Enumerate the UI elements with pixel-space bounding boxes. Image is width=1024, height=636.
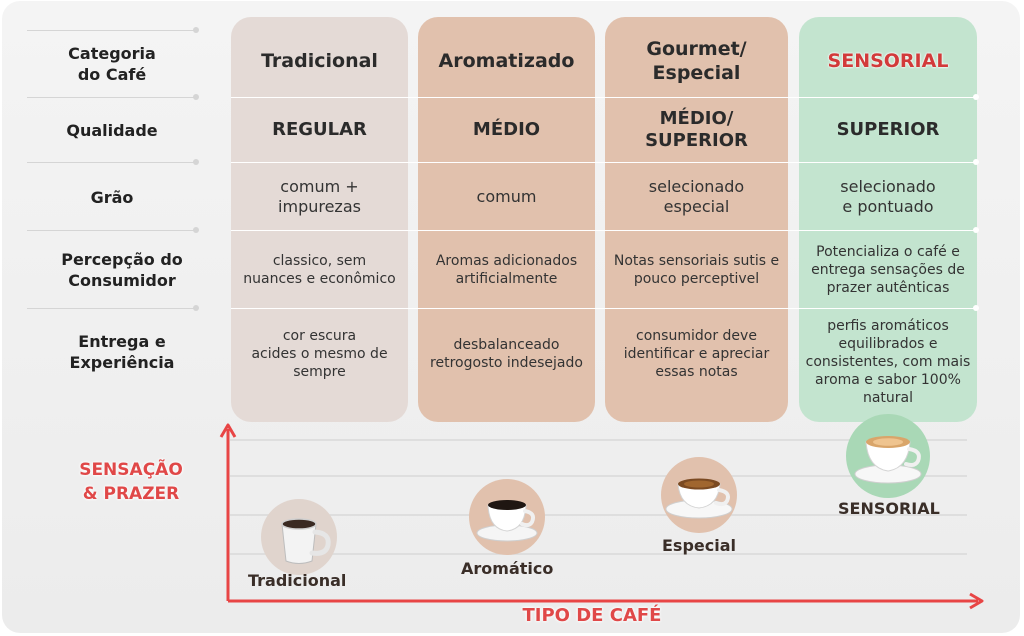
row-divider (27, 94, 199, 100)
row-divider (231, 227, 979, 233)
row-divider (27, 159, 199, 165)
row-divider (231, 159, 979, 165)
perception-aromatizado: Aromas adicionados artificialmente (435, 252, 578, 287)
row-divider (27, 227, 199, 233)
cup-traditional-icon (261, 499, 337, 575)
quality-gourmet: MÉDIO/ SUPERIOR (645, 108, 748, 151)
row-divider (27, 27, 199, 33)
category-title-aromatizado: Aromatizado (438, 50, 575, 72)
quality-tradicional: REGULAR (272, 119, 367, 140)
column-tradicional-bg (231, 17, 408, 422)
quality-aromatizado: MÉDIO (472, 119, 541, 140)
x-axis-label: TIPO DE CAFÉ (522, 605, 662, 626)
row-divider (27, 305, 199, 311)
perception-tradicional: classico, sem nuances e econômico (243, 252, 396, 287)
experience-tradicional: cor escura acides o mesmo de sempre (251, 328, 388, 380)
category-title-tradicional: Tradicional (261, 50, 378, 72)
cup-aromatic-icon (469, 479, 545, 555)
row-divider (231, 94, 979, 100)
row-label-qualidade: Qualidade (66, 120, 158, 140)
cup-sensorial-icon (846, 414, 930, 498)
cup-special-icon (661, 457, 737, 533)
experience-gourmet: consumidor deve identificar e apreciar e… (623, 328, 770, 380)
experience-sensorial: perfis aromáticos equilibrados e consist… (805, 317, 971, 406)
experience-aromatizado: desbalanceado retrogosto indesejado (430, 337, 583, 371)
column-aromatizado-bg (418, 17, 595, 422)
grain-gourmet: selecionado especial (648, 176, 745, 216)
category-title-gourmet: Gourmet/ Especial (646, 38, 747, 84)
column-gourmet-bg (605, 17, 788, 422)
quality-sensorial: SUPERIOR (836, 119, 940, 140)
row-label-grao: Grão (90, 187, 134, 207)
row-label-percepcao: Percepção do Consumidor (61, 250, 183, 290)
column-sensorial-bg (799, 17, 977, 422)
chart-axes (219, 423, 984, 610)
row-label-entrega: Entrega e Experiência (69, 332, 175, 372)
cup-label-especial: Especial (662, 536, 737, 555)
cup-label-tradicional: Tradicional (248, 571, 347, 590)
grain-sensorial: selecionado e pontuado (840, 176, 936, 216)
category-title-sensorial: SENSORIAL (827, 50, 949, 72)
y-axis-label: SENSAÇÃO & PRAZER (79, 460, 183, 504)
perception-gourmet: Notas sensoriais sutis e pouco perceptiv… (613, 252, 780, 287)
cup-label-sensorial: SENSORIAL (838, 499, 940, 518)
chart-gridlines (230, 439, 967, 555)
row-label-categoria: Categoria do Café (68, 44, 156, 84)
row-divider (231, 305, 979, 311)
perception-sensorial: Potencializa o café e entrega sensações … (811, 243, 965, 296)
grain-aromatizado: comum (476, 186, 537, 206)
cup-label-aromatico: Aromático (461, 559, 554, 578)
grain-tradicional: comum + impurezas (278, 176, 361, 216)
